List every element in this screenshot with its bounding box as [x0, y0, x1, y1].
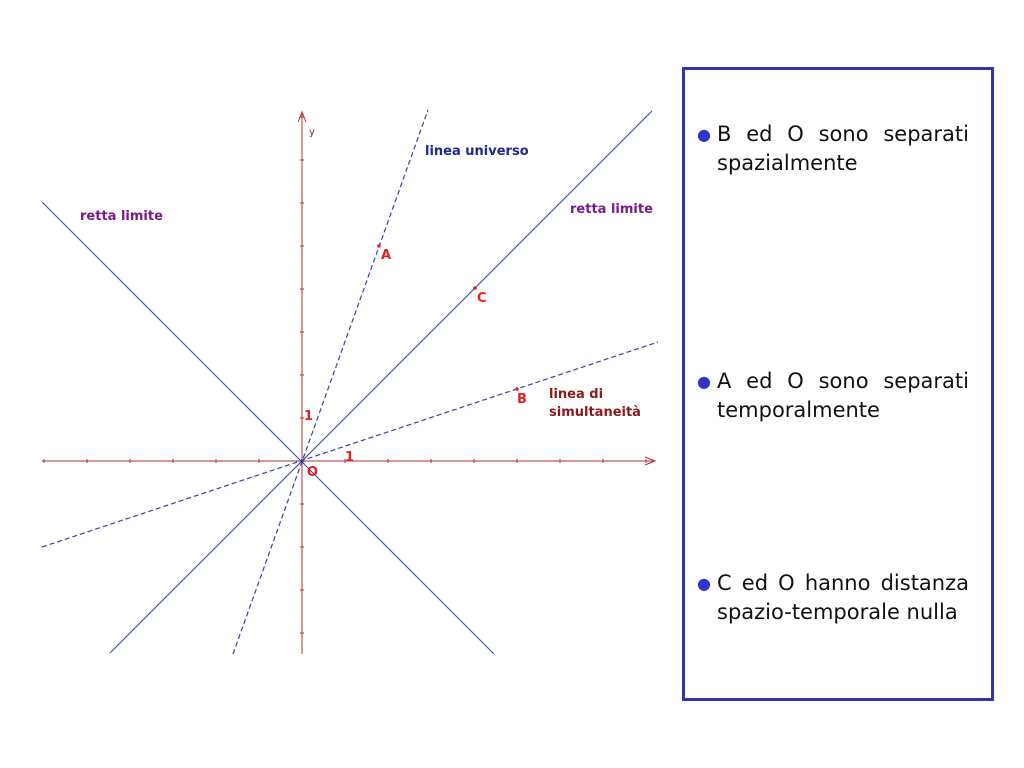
bullet-text: C ed O hanno distanza spazio-temporale n… — [717, 571, 969, 624]
retta-limite-negative — [41, 201, 495, 655]
label-point-a: A — [381, 248, 391, 263]
label-retta-limite-left: retta limite — [80, 209, 163, 224]
point-c-marker — [473, 286, 477, 290]
label-linea-universo: linea universo — [425, 144, 529, 159]
bullet-item: ● C ed O hanno distanza spazio-temporale… — [697, 569, 969, 627]
bullet-item: ● A ed O sono separati temporalmente — [697, 367, 969, 425]
bullet-dot-icon: ● — [697, 125, 711, 144]
axis-ticks — [43, 116, 647, 634]
label-origin: O — [307, 465, 318, 480]
bullet-item: ● B ed O sono separati spazialmente — [697, 120, 969, 178]
y-axis-arrow — [297, 110, 307, 123]
label-point-c: C — [477, 291, 487, 306]
point-b-marker — [515, 387, 519, 391]
label-y-one: 1 — [304, 409, 313, 424]
label-retta-limite-right: retta limite — [570, 202, 653, 217]
label-simultaneita: simultaneità — [549, 405, 641, 420]
bullet-text: A ed O sono separati temporalmente — [717, 369, 969, 422]
linea-simultaneita — [41, 341, 659, 548]
point-a-marker — [377, 244, 381, 248]
bullet-text: B ed O sono separati spazialmente — [717, 122, 969, 175]
retta-limite-positive — [109, 110, 653, 654]
bullet-dot-icon: ● — [697, 574, 711, 593]
label-x-one: 1 — [345, 450, 354, 465]
x-axis-arrow — [644, 456, 657, 466]
explanation-panel: ● B ed O sono separati spazialmente ● A … — [682, 67, 994, 701]
origin-marker — [300, 459, 304, 463]
label-point-b: B — [517, 392, 527, 407]
label-linea-di: linea di — [549, 387, 603, 402]
bullet-dot-icon: ● — [697, 372, 711, 391]
linea-universo — [232, 109, 429, 655]
label-y-axis: y — [309, 127, 315, 138]
